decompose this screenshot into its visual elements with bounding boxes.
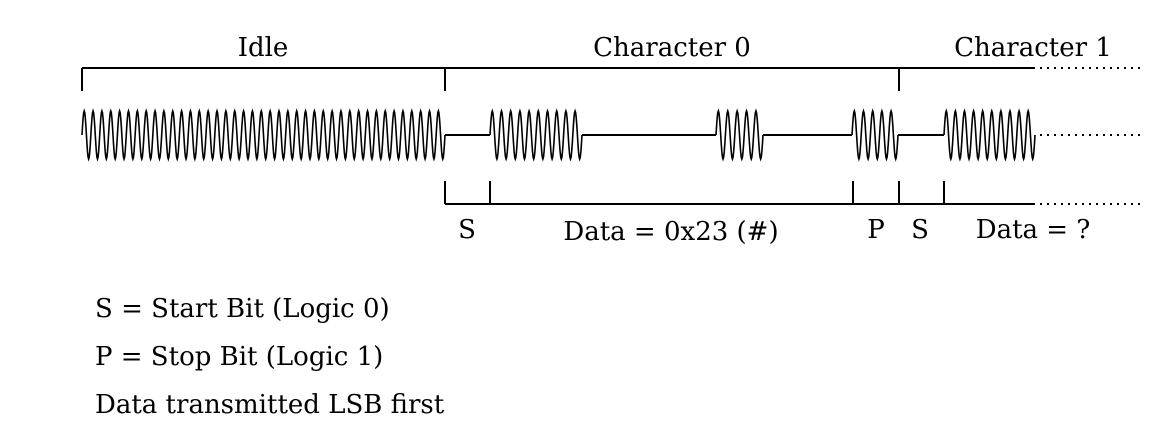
data-0-label: Data = 0x23 (#) bbox=[563, 217, 778, 247]
wave-burst-data-1 bbox=[943, 108, 1036, 162]
character-1-label: Character 1 bbox=[954, 33, 1112, 63]
wave-burst-stop-bit-0 bbox=[851, 108, 899, 162]
idle-label: Idle bbox=[238, 33, 289, 63]
character-0-label: Character 0 bbox=[593, 33, 751, 63]
legend-start-bit: S = Start Bit (Logic 0) bbox=[95, 294, 390, 324]
legend: S = Start Bit (Logic 0) P = Stop Bit (Lo… bbox=[95, 285, 444, 429]
data-1-label: Data = ? bbox=[976, 215, 1091, 245]
wave-burst-data-0a bbox=[489, 108, 583, 162]
stop-bit-0-label: P bbox=[867, 215, 885, 245]
wave-burst-data-0b bbox=[715, 108, 764, 162]
wave-burst-idle bbox=[81, 108, 446, 162]
start-bit-0-label: S bbox=[458, 215, 476, 245]
signal-waveform bbox=[81, 108, 1145, 162]
legend-stop-bit: P = Stop Bit (Logic 1) bbox=[95, 342, 384, 372]
start-bit-1-label: S bbox=[911, 215, 929, 245]
legend-lsb-note: Data transmitted LSB first bbox=[95, 390, 445, 420]
